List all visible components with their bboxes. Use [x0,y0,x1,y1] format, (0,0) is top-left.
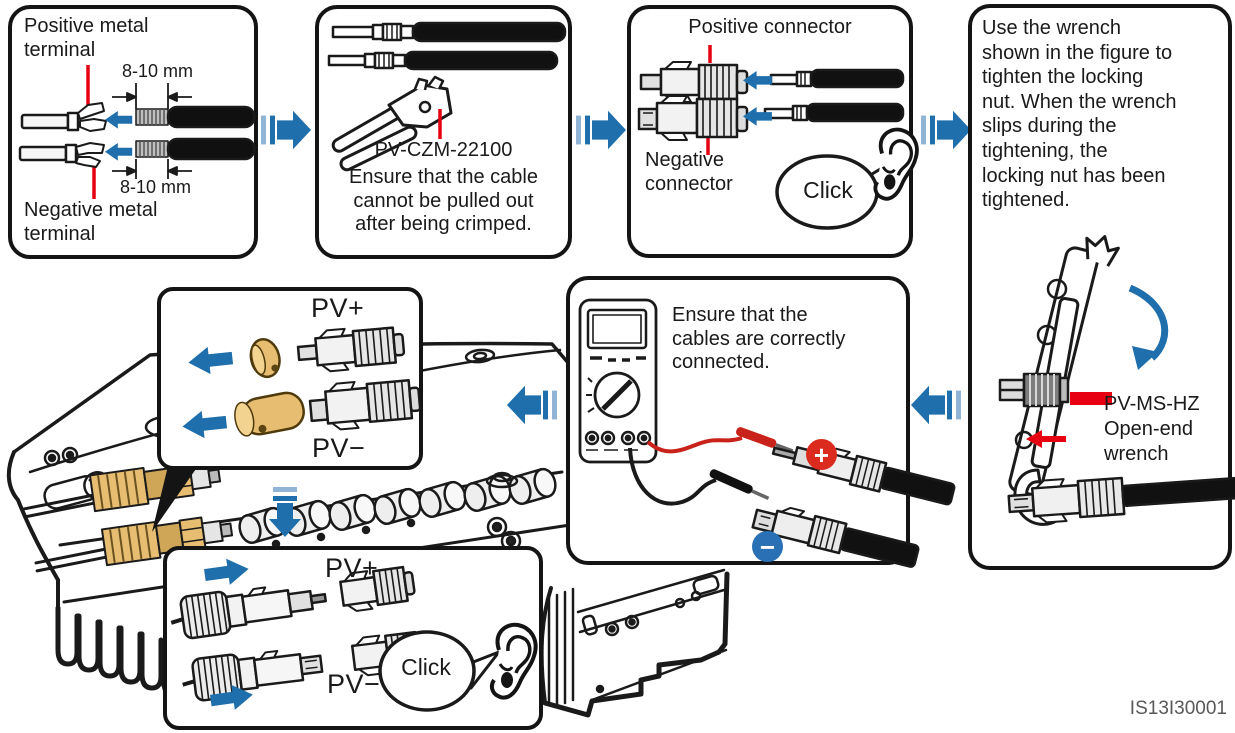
wrench-label: PV-MS-HZ Open-end wrench [1104,393,1200,465]
strip-length-bottom: 8-10 mm [120,177,192,197]
minus-badge: − [752,531,783,562]
positive-connector-label: Positive connector [688,16,852,38]
pv-minus-label: PV− [312,433,366,463]
port-stub-row [238,467,557,549]
metal-terminals-art [18,65,256,199]
ear-icon [873,127,919,201]
insert-arrow-icon [203,555,251,589]
insert-arrow-icon [105,111,133,129]
negative-terminal-icon [18,142,105,168]
insert-connectors-art [170,555,538,714]
positive-cap-icon [249,338,281,379]
flow-arrow-left-2 [507,385,557,425]
rotate-arrow-icon [1128,284,1169,370]
crimped-cable-icon [763,102,905,123]
top-cap-icon [464,348,496,364]
strip-length-top: 8-10 mm [122,61,194,81]
panel-locking-nut: Use the wrench shown in the figure to ti… [968,4,1235,570]
callout-remove-caps: PV+ PV− [157,287,423,470]
positive-terminal-icon [20,102,107,132]
dimension-top [112,83,192,109]
negative-terminal-label: Negative metal terminal [24,199,158,245]
callout-pointer [152,466,198,532]
ear-icon [489,622,538,700]
remove-arrow-icon [187,344,234,377]
black-probe-icon [709,469,770,500]
pv-plus-port-icon [296,326,406,373]
callout-insert-connectors: PV+ PV− Click [163,546,543,730]
locking-nut-note: Use the wrench shown in the figure to ti… [982,17,1177,212]
red-pointer-arrow [1026,430,1066,448]
flow-arrow-right-2 [576,110,626,150]
crimped-cable-icon [327,50,559,71]
multimeter-icon [578,298,658,464]
dimension-bottom [112,159,192,179]
negative-connector-label: Negative connector [645,149,733,195]
crimp-tool-model: PV-CZM-22100 [374,139,513,161]
plus-badge: + [806,439,837,470]
black-test-lead [628,447,717,506]
negative-connector-icon [637,95,749,141]
assembled-connector-icon [1007,475,1235,524]
crimping-tool-art [327,21,567,172]
pv-plus-connector-icon [170,586,327,640]
pv-minus-port-icon [308,379,422,431]
negative-connector-icon [751,506,920,568]
pv-plus-label: PV+ [311,293,365,323]
click-label: Click [401,654,451,680]
figure-id: IS13I30001 [1129,698,1227,719]
pv-plus-port-icon [339,565,416,612]
panel-metal-terminals: Positive metal terminal 8-10 mm 8-10 mm … [8,5,258,259]
red-indicator-bar [1070,392,1112,405]
mounting-bracket [539,568,730,718]
check-note: Ensure that the cables are correctly con… [672,304,846,374]
pv-plus-label: PV+ [325,553,379,583]
flow-arrow-right-3 [921,110,971,150]
negative-cap-icon [234,391,305,437]
remove-arrow-icon [181,408,228,441]
crimp-note: Ensure that the cable cannot be pulled o… [348,166,538,236]
flow-arrow-left-1 [911,385,961,425]
locking-nut-icon [998,372,1070,408]
crimped-cable-icon [769,68,905,89]
panel-connectors: Positive connector Negative connector Cl… [627,5,919,258]
panel-multimeter-check: Ensure that the cables are correctly con… [566,276,956,568]
red-test-lead [646,436,743,454]
speech-bubble [378,630,476,712]
remove-caps-art [181,326,422,441]
click-label: Click [803,177,853,203]
crimped-cable-icon [331,21,567,43]
positive-terminal-label: Positive metal terminal [24,15,149,61]
pv-minus-label: PV− [327,669,381,699]
positive-connector-icon [639,61,749,103]
flow-arrow-right-1 [261,110,311,150]
cable-positive [166,105,256,129]
wrench-art [998,235,1235,526]
crimping-tool-icon [331,75,453,172]
panel-crimping-tool: PV-CZM-22100 Ensure that the cable canno… [315,5,572,259]
connectors-art [637,45,919,230]
pv-terminal-connector-icon [34,516,234,573]
cable-negative [166,137,256,161]
heatsink-fins [55,605,164,691]
pv-minus-connector-icon [182,649,324,702]
insert-arrow-icon [105,143,133,161]
